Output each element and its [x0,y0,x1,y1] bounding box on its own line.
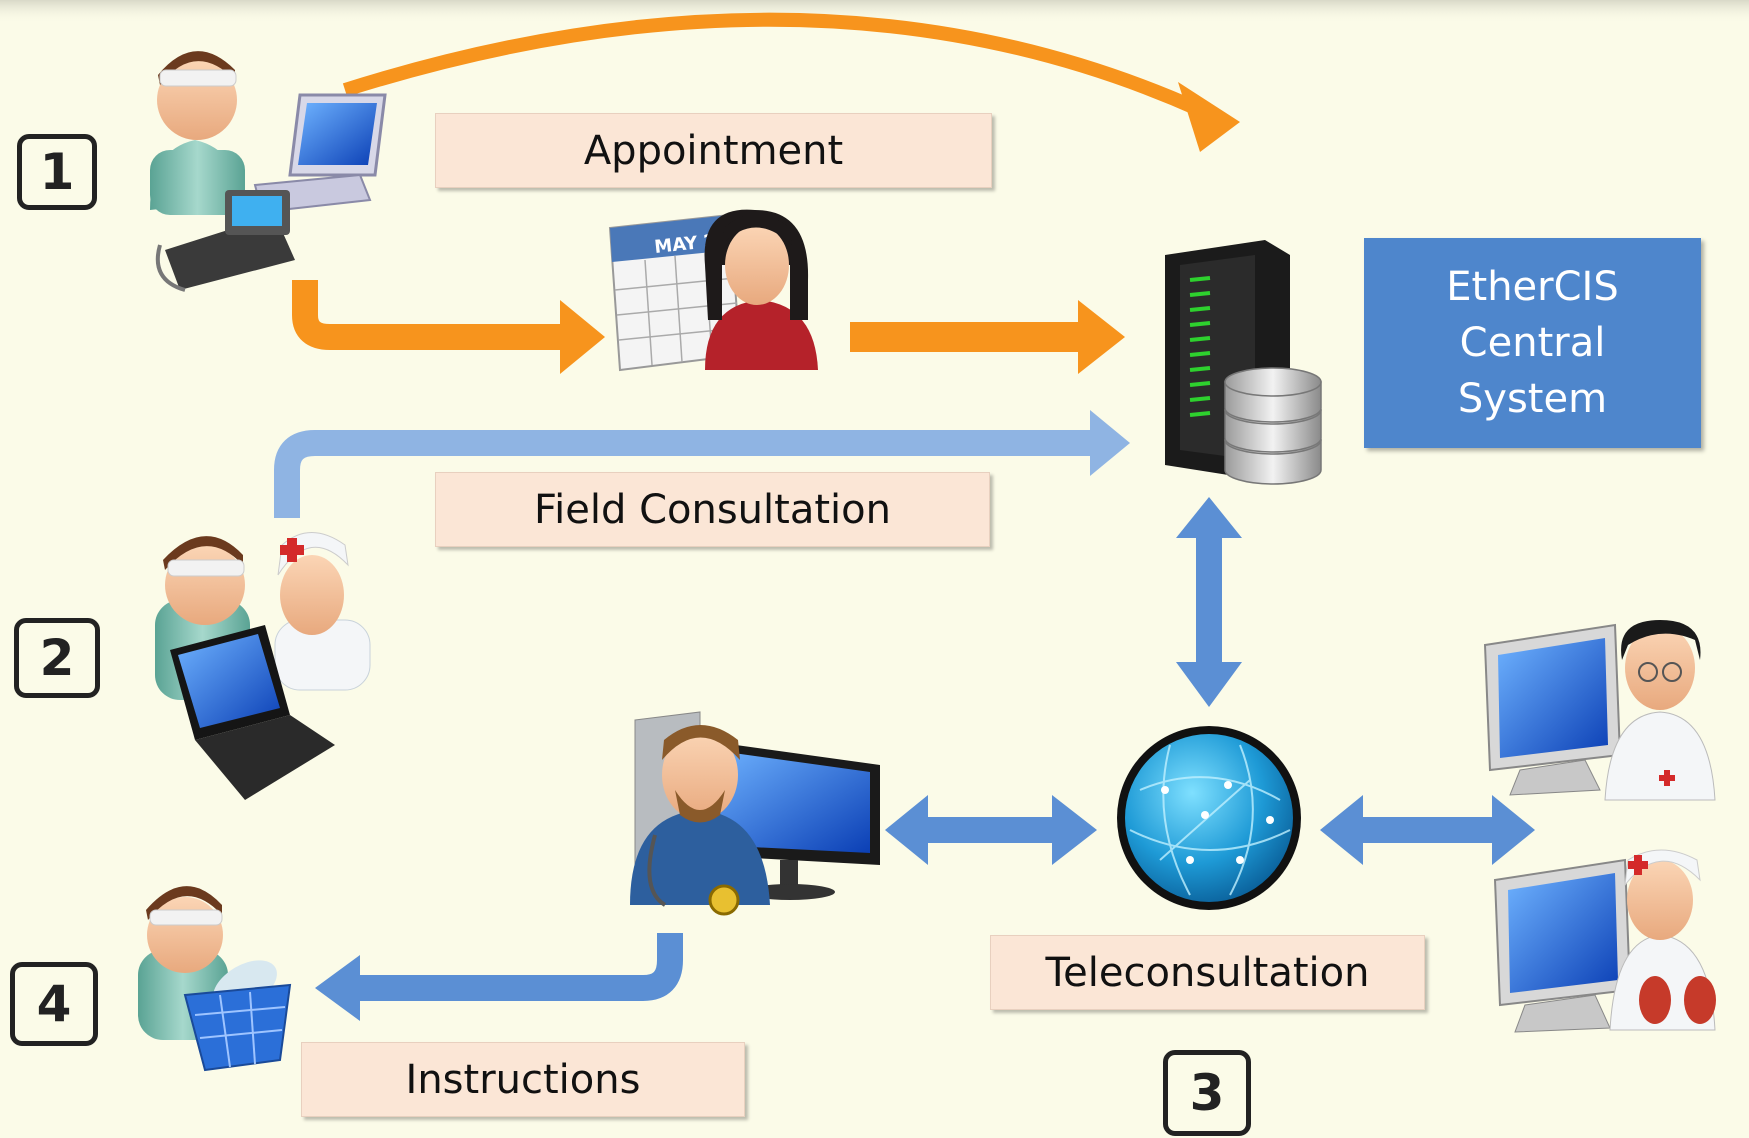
nephrology-workstation-icon [1493,849,1716,1033]
specialist-workstation-icon [1483,620,1716,801]
doctor-workstation-icon [630,711,880,916]
server-globe-arrow [1176,497,1242,707]
central-system-line-3: System [1457,376,1608,422]
teleconsultation-label: Teleconsultation [990,935,1425,1010]
patient-medicine-basket-icon [138,886,292,1072]
step-4-badge: 4 [10,962,98,1046]
central-system-line-2: Central [1459,320,1606,366]
patient-with-devices-icon [150,51,387,292]
receptionist-calendar-icon: MAY 200 [608,209,818,372]
doctor-globe-arrow [885,795,1097,865]
ethercis-central-system-box: EtherCIS Central System [1364,238,1701,448]
patient-nurse-laptop-icon [155,532,371,800]
instructions-arrow [315,933,683,1021]
central-system-line-1: EtherCIS [1446,264,1619,310]
calendar-to-server-arrow [850,300,1125,374]
field-consultation-arrow [274,410,1130,518]
field-consultation-label: Field Consultation [435,472,990,547]
appointment-curve-arrow [342,12,1240,152]
step-3-badge: 3 [1163,1050,1251,1136]
globe-specialists-arrow [1320,795,1535,865]
globe-network-icon [1117,726,1301,910]
instructions-label: Instructions [301,1042,745,1117]
server-database-icon [1165,240,1322,485]
step-1-badge: 1 [17,134,97,210]
booking-arrow [292,280,605,374]
appointment-label: Appointment [435,113,992,188]
step-2-badge: 2 [14,618,100,698]
